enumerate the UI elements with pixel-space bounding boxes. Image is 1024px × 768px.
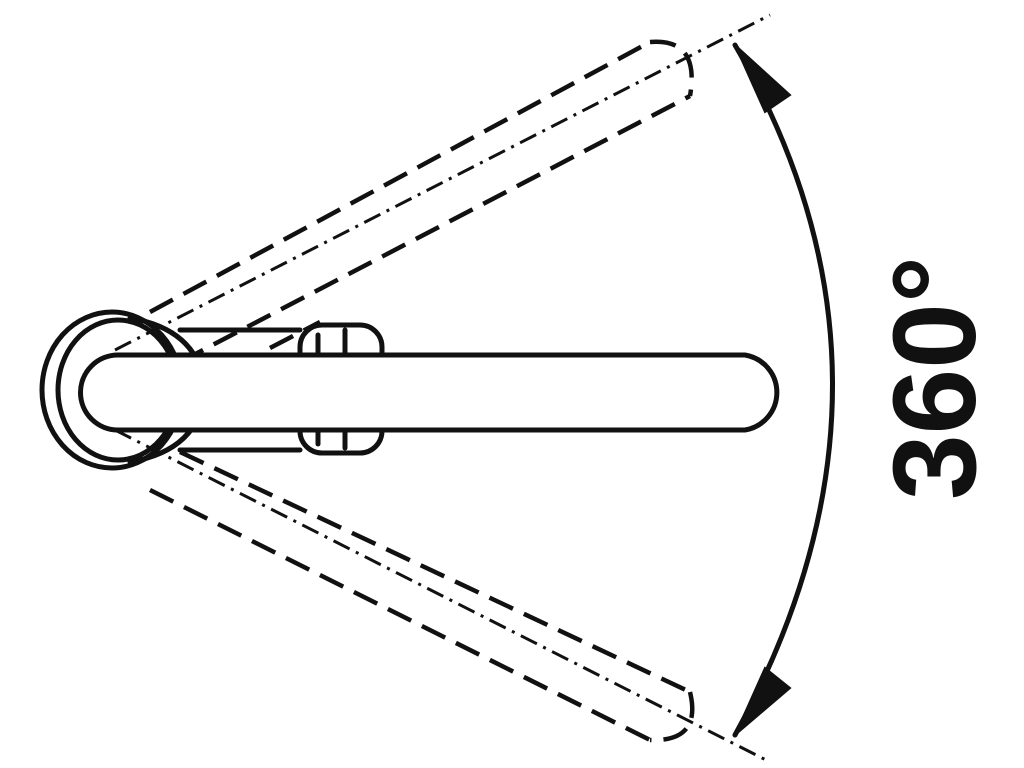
lower-ghost-spout — [148, 449, 695, 743]
upper-axis-line — [114, 13, 771, 352]
upper-ghost-spout-bottom-edge — [178, 94, 692, 364]
rotation-arc — [732, 42, 835, 738]
upper-ghost-spout-tip — [649, 39, 694, 97]
lower-ghost-spout-top-edge — [179, 449, 691, 695]
main-spout — [78, 352, 780, 433]
rotation-angle-label: 360° — [869, 256, 1001, 500]
lower-ghost-spout-bottom-edge — [148, 487, 652, 743]
upper-ghost-spout — [148, 39, 694, 364]
upper-ghost-spout-top-edge — [148, 40, 652, 314]
rotation-arrow-bottom-icon — [734, 666, 792, 736]
lower-ghost-spout-tip — [649, 691, 695, 743]
rotation-arrow-top-icon — [734, 44, 792, 114]
lower-axis-line — [114, 428, 771, 764]
